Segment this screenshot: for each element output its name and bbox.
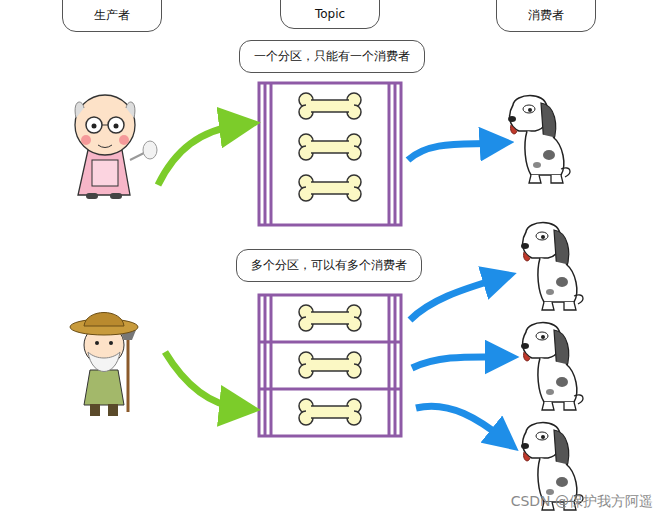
box-text: 一个分区，只能有一个消费者 <box>254 45 410 68</box>
watermark: CSDN @保护我方阿遥 <box>511 493 653 511</box>
note-box: 一个分区，只能有一个消费者 <box>239 40 425 73</box>
note-box: 多个分区，可以有多个消费者 <box>236 249 422 282</box>
box-text: 多个分区，可以有多个消费者 <box>251 254 407 277</box>
role-header: 生产者 <box>62 0 162 32</box>
role-header: Topic <box>280 0 380 29</box>
box-text: 消费者 <box>528 4 564 27</box>
role-header: 消费者 <box>496 0 596 32</box>
box-text: Topic <box>315 4 345 24</box>
box-text: 生产者 <box>94 4 130 27</box>
